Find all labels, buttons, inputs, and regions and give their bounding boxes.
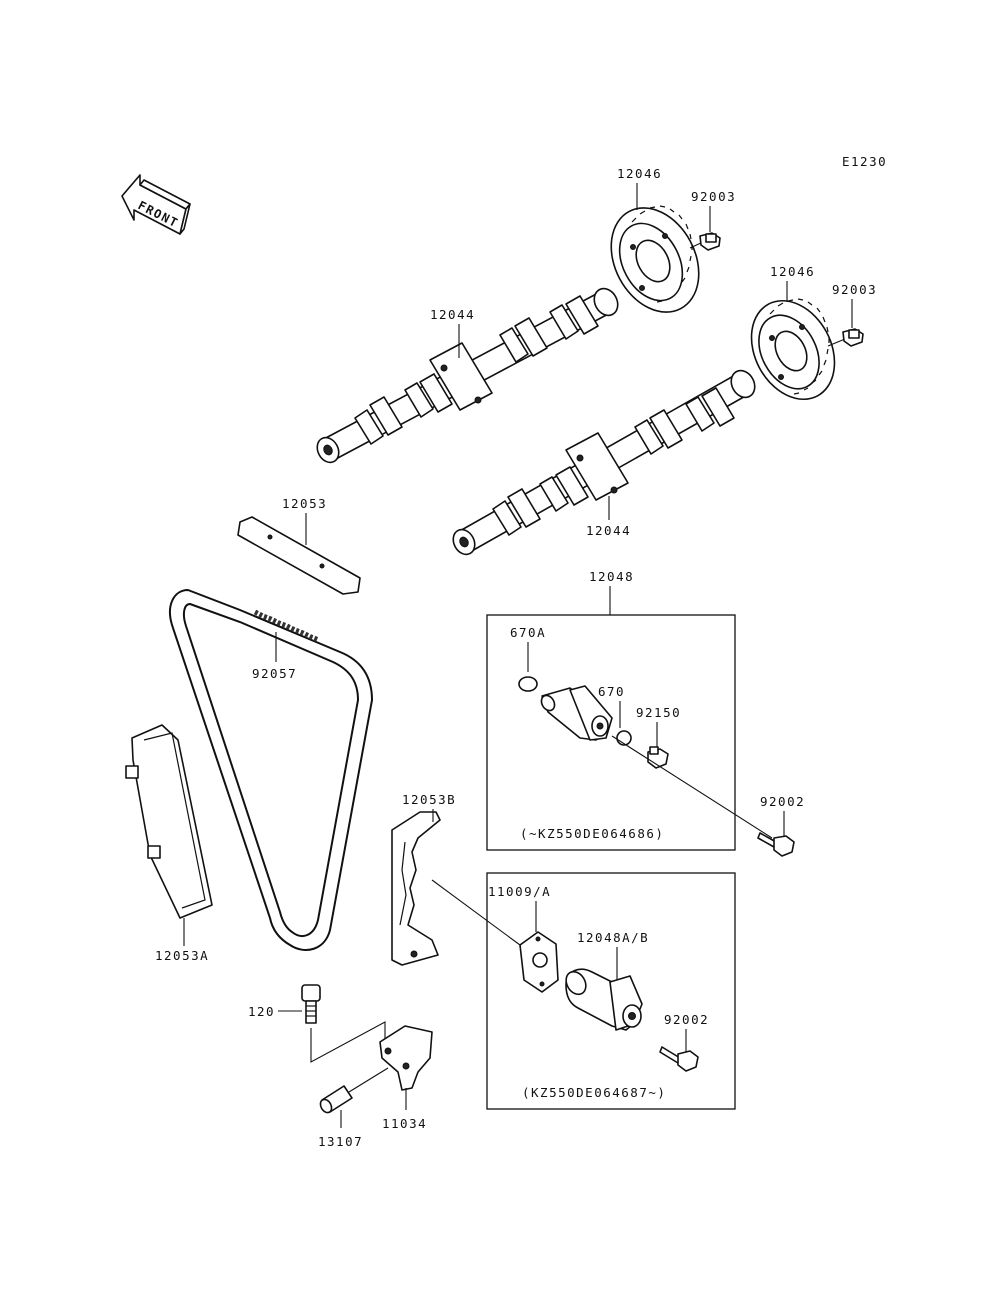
- label-chain: 92057: [252, 666, 297, 681]
- label-guide-a: 12053A: [155, 948, 209, 963]
- label-tensioner-assy-lower: 12048A/B: [577, 930, 649, 945]
- chain-guide-a: [125, 724, 213, 919]
- oring-670: [616, 730, 632, 746]
- label-sprocket-lower: 12046: [770, 264, 815, 279]
- cam-sprocket-lower: [750, 298, 836, 401]
- tensioner-box-lower: [486, 872, 736, 1110]
- label-bolt-92002-upper: 92002: [760, 794, 805, 809]
- front-arrow-icon: FRONT: [121, 174, 191, 235]
- sprocket-bolt-upper: [689, 232, 721, 251]
- bracket-11034: [379, 1025, 433, 1091]
- pin-13107: [319, 1085, 353, 1114]
- label-sprocket-upper: 12046: [617, 166, 662, 181]
- label-guide-top: 12053: [282, 496, 327, 511]
- bolt-92002-upper: [757, 832, 795, 857]
- lower-box-note: (KZ550DE064687~): [522, 1085, 666, 1100]
- label-bolt-upper: 92003: [691, 189, 736, 204]
- chain-guide-b: [391, 811, 441, 966]
- upper-box-note: (~KZ550DE064686): [520, 826, 664, 841]
- tensioner-box-upper: [486, 614, 736, 851]
- label-camshaft-lower: 12044: [586, 523, 631, 538]
- bolt-92150: [647, 746, 669, 769]
- camshaft-upper: [316, 287, 619, 464]
- label-bracket: 11034: [382, 1116, 427, 1131]
- camshaft-lower: [452, 369, 756, 556]
- label-camshaft-upper: 12044: [430, 307, 475, 322]
- tensioner-upper: [540, 685, 613, 741]
- gasket-11009: [519, 931, 559, 993]
- label-bolt-92002-lower: 92002: [664, 1012, 709, 1027]
- label-tensioner-assy-upper: 12048: [589, 569, 634, 584]
- oring-670a: [518, 676, 538, 692]
- cam-sprocket-upper: [610, 205, 700, 313]
- label-gasket: 11009/A: [488, 884, 551, 899]
- label-bolt-120: 120: [248, 1004, 275, 1019]
- label-bolt-92150: 92150: [636, 705, 681, 720]
- sprocket-bolt-lower: [827, 328, 864, 347]
- label-pin: 13107: [318, 1134, 363, 1149]
- cam-chain: [169, 588, 374, 951]
- label-guide-b: 12053B: [402, 792, 456, 807]
- label-oring-670: 670: [598, 684, 625, 699]
- label-oring-670a: 670A: [510, 625, 546, 640]
- label-bolt-lower: 92003: [832, 282, 877, 297]
- diagram-code: E1230: [842, 154, 887, 169]
- bolt-120: [301, 984, 321, 1024]
- chain-guide-top: [237, 516, 361, 595]
- tensioner-lower: [565, 968, 643, 1031]
- bolt-92002-lower: [659, 1046, 699, 1072]
